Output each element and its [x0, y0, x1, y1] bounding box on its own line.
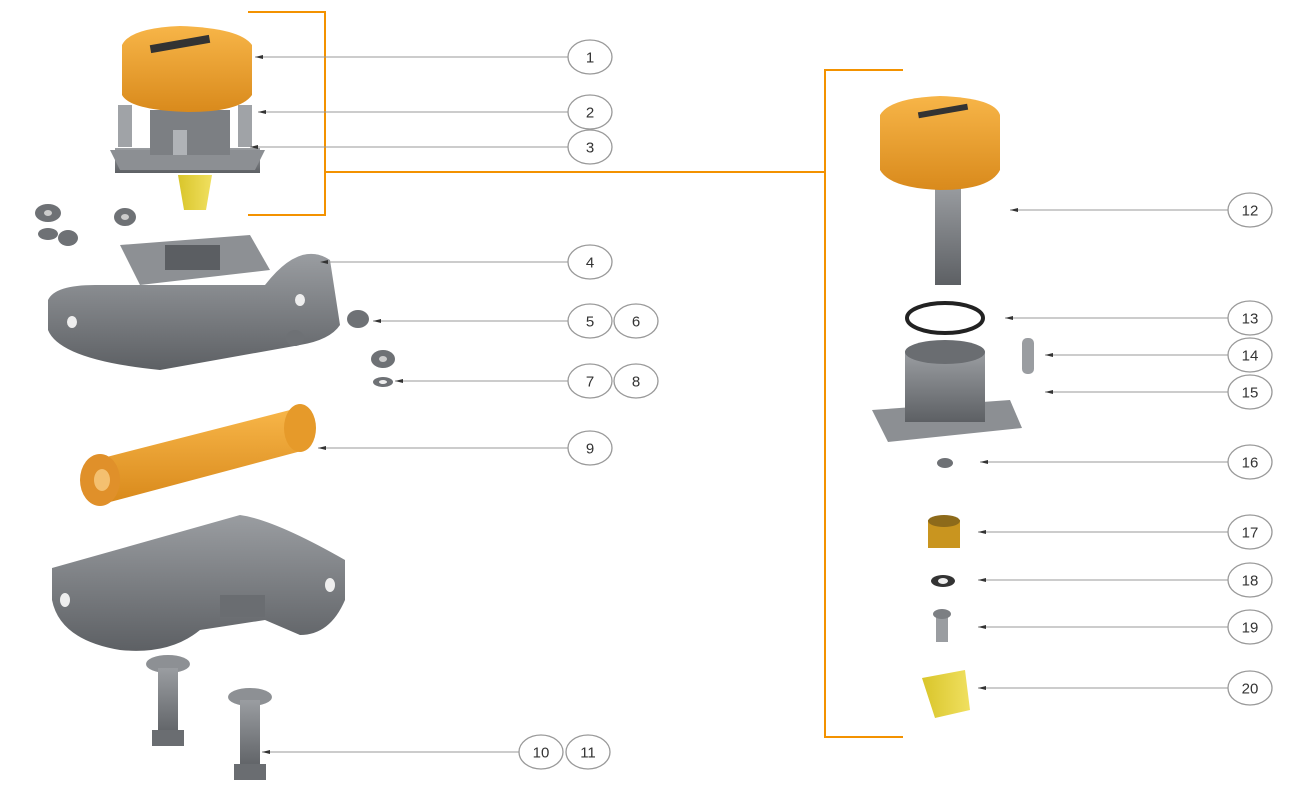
callout-circle	[567, 94, 613, 130]
arrowhead-icon	[395, 379, 403, 383]
arrowhead-icon	[318, 446, 326, 450]
callout-number: 7	[586, 374, 594, 391]
callout-15: 15	[1045, 374, 1273, 410]
handwheel-with-stem	[880, 96, 1000, 285]
callout-circle	[613, 363, 659, 399]
callout-number: 17	[1242, 525, 1259, 542]
callout-circle	[1227, 609, 1273, 645]
arrowhead-icon	[255, 55, 263, 59]
callout-number: 2	[586, 105, 594, 122]
callout-circle	[1227, 514, 1273, 550]
callout-circle	[1227, 670, 1273, 706]
callout-number: 12	[1242, 203, 1259, 220]
lower-body	[52, 515, 345, 651]
arrowhead-icon	[1045, 353, 1053, 357]
callout-circle	[1227, 562, 1273, 598]
upper-body	[48, 235, 340, 370]
callout-11: 11	[565, 734, 611, 770]
callout-number: 18	[1242, 573, 1259, 590]
arrowhead-icon	[1045, 390, 1053, 394]
callout-number: 19	[1242, 620, 1259, 637]
callout-6: 6	[613, 303, 659, 339]
callout-circle	[1227, 300, 1273, 336]
callout-18: 18	[978, 562, 1273, 598]
arrowhead-icon	[978, 625, 986, 629]
arrowhead-icon	[1010, 208, 1018, 212]
callout-circle	[567, 244, 613, 280]
callout-circle	[567, 129, 613, 165]
callout-number: 10	[533, 745, 550, 762]
arrowhead-icon	[320, 260, 328, 264]
callout-number: 13	[1242, 311, 1259, 328]
callout-circle	[1227, 337, 1273, 373]
callout-number: 15	[1242, 385, 1259, 402]
nuts-5-6	[286, 310, 395, 387]
arrowhead-icon	[978, 530, 986, 534]
callout-number: 5	[586, 314, 594, 331]
bonnet-assembly	[110, 26, 265, 210]
callout-number: 14	[1242, 348, 1259, 365]
callout-number: 9	[586, 441, 594, 458]
callout-number: 11	[580, 745, 596, 762]
callout-8: 8	[613, 363, 659, 399]
callout-number: 8	[632, 374, 640, 391]
liner-tube	[80, 404, 316, 506]
callout-10: 10	[262, 734, 564, 770]
arrowhead-icon	[978, 578, 986, 582]
arrowhead-icon	[262, 750, 270, 754]
arrowhead-icon	[250, 145, 258, 149]
callout-1: 1	[255, 39, 613, 75]
callout-12: 12	[1010, 192, 1273, 228]
callout-circle	[567, 39, 613, 75]
callout-circle	[613, 303, 659, 339]
callout-3: 3	[250, 129, 613, 165]
indicator-pin	[1022, 338, 1034, 374]
bracket-right	[824, 69, 903, 738]
callout-14: 14	[1045, 337, 1273, 373]
callout-20: 20	[978, 670, 1273, 706]
callout-2: 2	[258, 94, 613, 130]
callout-circle	[567, 303, 613, 339]
callout-circle	[1227, 444, 1273, 480]
callout-number: 1	[586, 50, 594, 67]
callout-number: 6	[632, 314, 640, 331]
bracket-left	[248, 11, 825, 216]
callout-5: 5	[373, 303, 613, 339]
arrowhead-icon	[978, 686, 986, 690]
callout-19: 19	[978, 609, 1273, 645]
small-parts-right	[922, 458, 970, 718]
callout-7: 7	[395, 363, 613, 399]
callout-13: 13	[1005, 300, 1273, 336]
arrowhead-icon	[1005, 316, 1013, 320]
callout-circle	[567, 363, 613, 399]
arrowhead-icon	[373, 319, 381, 323]
callout-16: 16	[980, 444, 1273, 480]
callout-circle	[1227, 192, 1273, 228]
arrowhead-icon	[258, 110, 266, 114]
bolts	[146, 655, 272, 780]
callout-circle	[1227, 374, 1273, 410]
callout-circle	[567, 430, 613, 466]
callout-number: 4	[586, 255, 594, 272]
bonnet-housing	[872, 340, 1022, 442]
callout-circle	[518, 734, 564, 770]
callout-circle	[565, 734, 611, 770]
callout-number: 16	[1242, 455, 1259, 472]
callout-17: 17	[978, 514, 1273, 550]
arrowhead-icon	[980, 460, 988, 464]
nuts-washers-top	[35, 204, 136, 246]
callout-9: 9	[318, 430, 613, 466]
o-ring	[905, 301, 985, 335]
callout-number: 3	[586, 140, 594, 157]
callout-4: 4	[320, 244, 613, 280]
callout-number: 20	[1242, 681, 1259, 698]
